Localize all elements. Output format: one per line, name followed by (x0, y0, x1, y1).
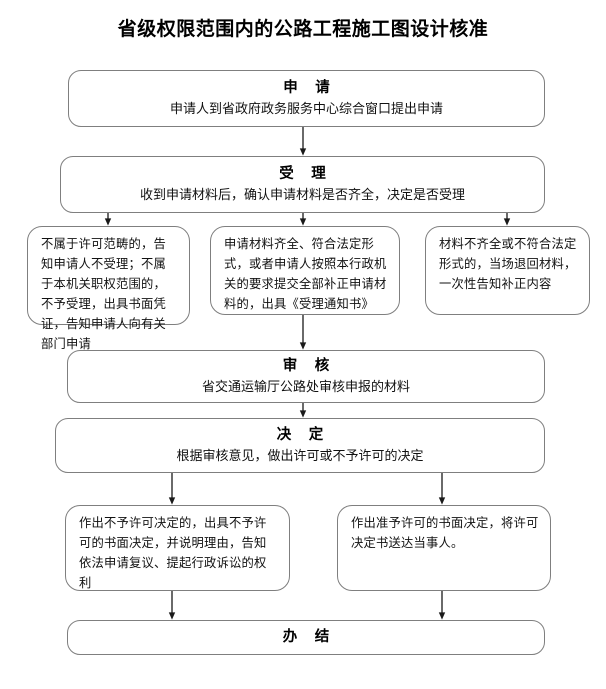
node-complete-body: 申请材料齐全、符合法定形式，或者申请人按照本行政机关的要求提交全部补正申请材料的… (224, 237, 387, 311)
node-decision-body: 根据审核意见，做出许可或不予许可的决定 (176, 448, 424, 464)
node-decision: 决 定 根据审核意见，做出许可或不予许可的决定 (55, 418, 545, 473)
node-accept-head: 受 理 (279, 166, 333, 183)
node-apply-body: 申请人到省政府政务服务中心综合窗口提出申请 (169, 101, 443, 117)
node-incomplete-body: 材料不齐全或不符合法定形式的，当场退回材料，一次性告知补正内容 (439, 237, 577, 291)
node-review-body: 省交通运输厅公路处审核申报的材料 (201, 379, 410, 395)
node-review: 审 核 省交通运输厅公路处审核申报的材料 (67, 350, 545, 403)
node-deny-body: 作出不予许可决定的，出具不予许可的书面决定，并说明理由，告知依法申请复议、提起行… (79, 516, 267, 590)
node-accept: 受 理 收到申请材料后，确认申请材料是否齐全，决定是否受理 (60, 156, 545, 213)
node-apply: 申 请 申请人到省政府政务服务中心综合窗口提出申请 (68, 70, 545, 127)
node-decision-head: 决 定 (276, 427, 331, 444)
node-reject-not-in-scope: 不属于许可范畴的，告知申请人不受理；不属于本机关职权范围的，不予受理，出具书面凭… (27, 226, 190, 351)
node-materials-complete: 申请材料齐全、符合法定形式，或者申请人按照本行政机关的要求提交全部补正申请材料的… (210, 226, 400, 315)
node-materials-incomplete: 材料不齐全或不符合法定形式的，当场退回材料，一次性告知补正内容 (425, 226, 590, 315)
node-deny: 作出不予许可决定的，出具不予许可的书面决定，并说明理由，告知依法申请复议、提起行… (65, 505, 290, 591)
page-title: 省级权限范围内的公路工程施工图设计核准 (117, 19, 489, 40)
node-finish-head: 办 结 (282, 628, 337, 645)
node-apply-head: 申 请 (283, 80, 337, 97)
node-reject-body: 不属于许可范畴的，告知申请人不受理；不属于本机关职权范围的，不予受理，出具书面凭… (41, 237, 166, 351)
node-approve-body: 作出准予许可的书面决定，将许可决定书送达当事人。 (351, 516, 539, 550)
node-accept-body: 收到申请材料后，确认申请材料是否齐全，决定是否受理 (139, 187, 465, 203)
node-finish: 办 结 (67, 620, 545, 655)
node-review-head: 审 核 (282, 358, 337, 375)
node-approve: 作出准予许可的书面决定，将许可决定书送达当事人。 (337, 505, 551, 591)
